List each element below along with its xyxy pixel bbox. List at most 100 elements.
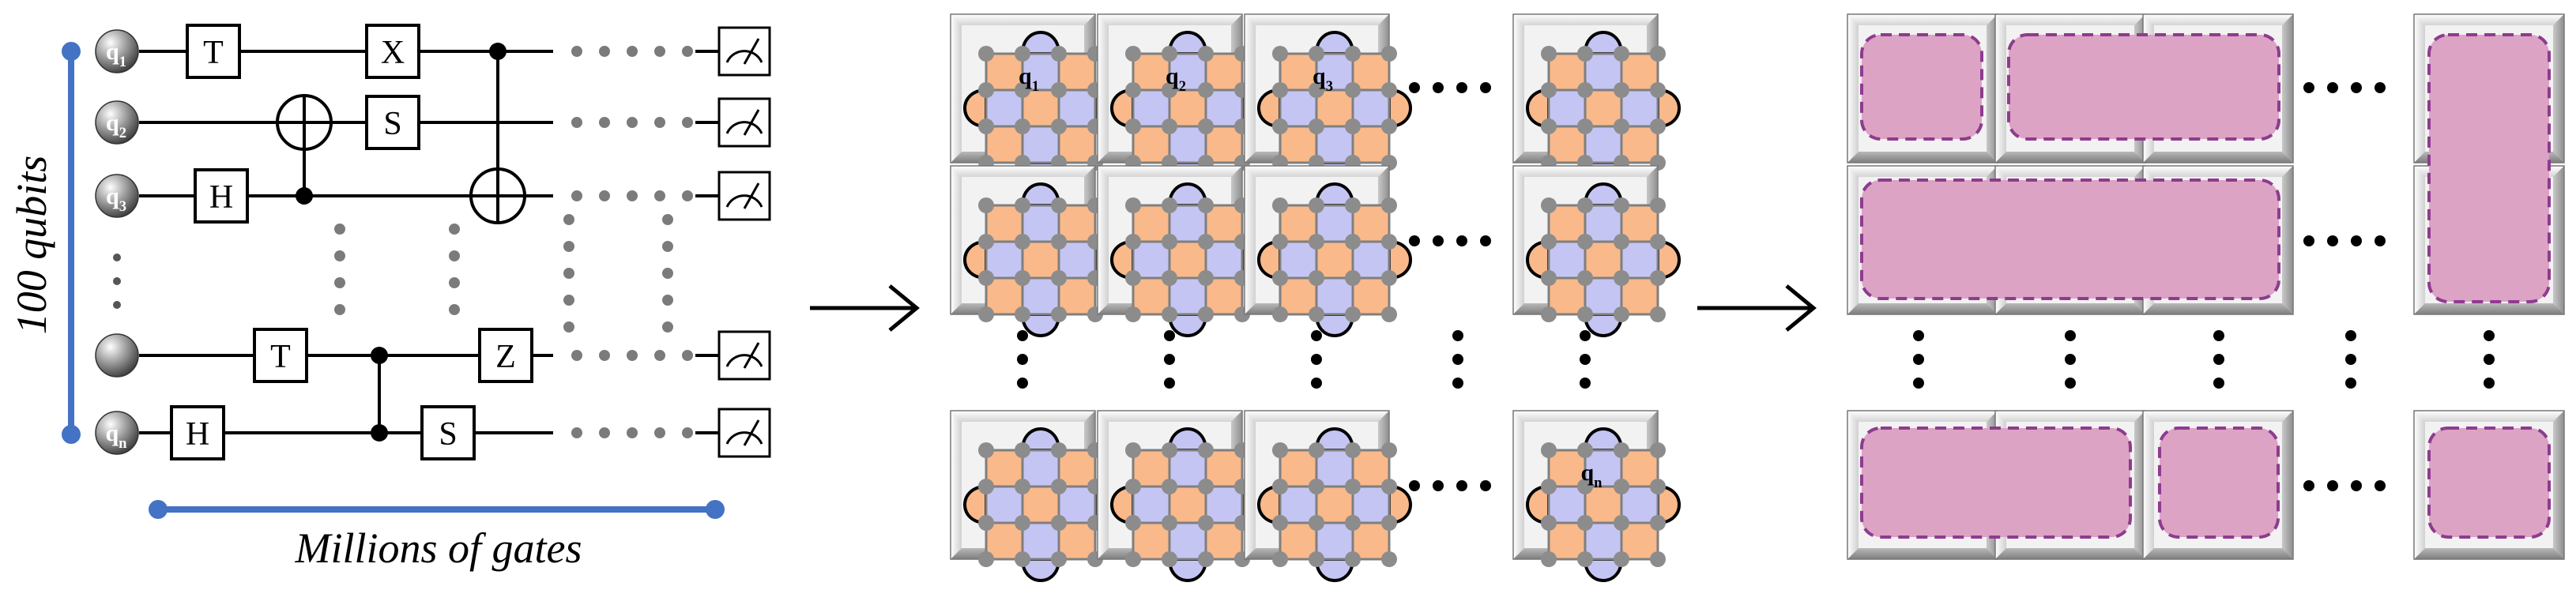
wire-continuation-dot bbox=[599, 190, 610, 201]
horizontal-ellipsis-dot bbox=[2375, 82, 2386, 93]
tile-bevel-bottom bbox=[1847, 548, 1998, 559]
plaquette-face bbox=[1206, 450, 1242, 487]
tile-bevel-bottom bbox=[1847, 303, 1998, 314]
vertical-ellipsis-dot bbox=[2065, 354, 2076, 365]
tile-bevel-bottom bbox=[1995, 548, 2145, 559]
qubit-node bbox=[1345, 234, 1361, 250]
plaquette-face bbox=[986, 90, 1022, 126]
plaquette-face bbox=[1316, 450, 1353, 487]
tile-bevel-top bbox=[951, 14, 1095, 25]
qubit-tile bbox=[1512, 165, 1681, 337]
qubit-node bbox=[1198, 479, 1214, 494]
plaquette-face bbox=[1206, 54, 1242, 90]
qubit-node bbox=[1650, 234, 1666, 250]
qubit-node bbox=[1614, 234, 1629, 250]
wire-continuation-dot bbox=[571, 427, 582, 438]
measurement-meter-icon bbox=[717, 408, 771, 458]
vertical-ellipsis-dot bbox=[1452, 354, 1463, 365]
continuation-dot bbox=[662, 268, 673, 279]
meter-arc bbox=[725, 121, 763, 134]
horizontal-ellipsis-dot bbox=[2375, 480, 2386, 491]
qubit-tile: qn bbox=[1512, 410, 1681, 582]
continuation-dot bbox=[563, 295, 574, 306]
qubit-node bbox=[1650, 551, 1666, 567]
vertical-ellipsis-dot bbox=[1580, 354, 1591, 365]
gate-box bbox=[194, 168, 249, 224]
tile-bevel-bottom bbox=[1847, 152, 1998, 163]
plaquette-face bbox=[1316, 205, 1353, 242]
vertical-ellipsis-dot bbox=[1452, 378, 1463, 389]
qubit-node bbox=[1650, 515, 1666, 531]
qubit-node bbox=[1309, 46, 1324, 62]
qubit-node bbox=[1125, 197, 1141, 213]
qubit-node bbox=[1541, 46, 1557, 62]
qubit-node bbox=[1381, 515, 1397, 531]
gate-label: H bbox=[186, 416, 209, 453]
qubit-node bbox=[1198, 551, 1214, 567]
tile-bevel-left bbox=[2414, 14, 2425, 163]
wire-continuation-dot bbox=[627, 190, 638, 201]
plaquette-face bbox=[1316, 90, 1353, 126]
qubit-partition-region bbox=[2158, 427, 2280, 539]
plaquette-face bbox=[1585, 242, 1621, 278]
horizontal-ellipsis-dot bbox=[1456, 82, 1467, 93]
horizontal-ellipsis-dot bbox=[2303, 235, 2314, 246]
plaquette-lobes bbox=[1526, 427, 1681, 582]
plaquette-face bbox=[1621, 126, 1658, 163]
plaquette-face bbox=[1316, 242, 1353, 278]
qubit-partition-region bbox=[2427, 33, 2551, 303]
wire-continuation-dot bbox=[571, 46, 582, 57]
tile-bevel-top bbox=[1098, 14, 1242, 25]
plaquette-face bbox=[1022, 242, 1059, 278]
qubit-node bbox=[1577, 479, 1593, 494]
plaquette-face bbox=[1133, 126, 1169, 163]
qubit-tile bbox=[1097, 165, 1265, 337]
qubit-node bbox=[1345, 479, 1361, 494]
qubit-node bbox=[1381, 197, 1397, 213]
plaquette-face bbox=[1353, 523, 1389, 559]
plaquette-face bbox=[1353, 126, 1389, 163]
plaquette-face bbox=[1621, 205, 1658, 242]
qubit-node bbox=[1577, 82, 1593, 98]
plaquette-face bbox=[1353, 54, 1389, 90]
qubit-node bbox=[1614, 551, 1629, 567]
qubit-node bbox=[1614, 479, 1629, 494]
tile-bevel-top bbox=[1847, 411, 1998, 422]
plaquette-face bbox=[1280, 487, 1316, 523]
control-dot bbox=[371, 347, 388, 364]
qubit-node bbox=[1650, 306, 1666, 322]
wire-continuation-dot bbox=[682, 350, 693, 361]
tile-bevel-right bbox=[2553, 411, 2564, 559]
gate-label: S bbox=[383, 106, 401, 142]
plaquette-face bbox=[1059, 126, 1095, 163]
tile-bevel-left bbox=[951, 14, 962, 163]
qubit-node bbox=[1198, 118, 1214, 134]
qubit-node bbox=[1345, 442, 1361, 458]
qubit-node bbox=[1015, 270, 1030, 286]
tile-qubit-label: q1 bbox=[1019, 63, 1039, 95]
gate-box bbox=[478, 328, 533, 383]
plaquette-face bbox=[1549, 450, 1585, 487]
qubit-node bbox=[1125, 442, 1141, 458]
tile-bevel-right bbox=[2282, 411, 2293, 559]
continuation-dot bbox=[662, 241, 673, 252]
qubit-node bbox=[1345, 515, 1361, 531]
wire-continuation-dot bbox=[599, 117, 610, 128]
tile-bevel-top bbox=[1513, 14, 1658, 25]
qubit-node bbox=[1162, 551, 1177, 567]
qubit-node bbox=[978, 442, 994, 458]
continuation-dot bbox=[449, 277, 460, 288]
wire-continuation-dot bbox=[654, 190, 665, 201]
qubit-partition-region bbox=[2427, 427, 2551, 539]
tile-bevel-right bbox=[2282, 166, 2293, 314]
gate-label: T bbox=[270, 339, 291, 375]
qubit-node bbox=[1272, 479, 1288, 494]
plaquette-face bbox=[1549, 487, 1585, 523]
tile-bevel-bottom bbox=[1995, 152, 2145, 163]
tile-bevel-top bbox=[1995, 411, 2145, 422]
continuation-dot bbox=[334, 224, 345, 235]
plaquette-face bbox=[986, 126, 1022, 163]
qubit-node bbox=[1125, 306, 1141, 322]
tile-bevel-left bbox=[1245, 166, 1256, 314]
qubit-node bbox=[1162, 82, 1177, 98]
